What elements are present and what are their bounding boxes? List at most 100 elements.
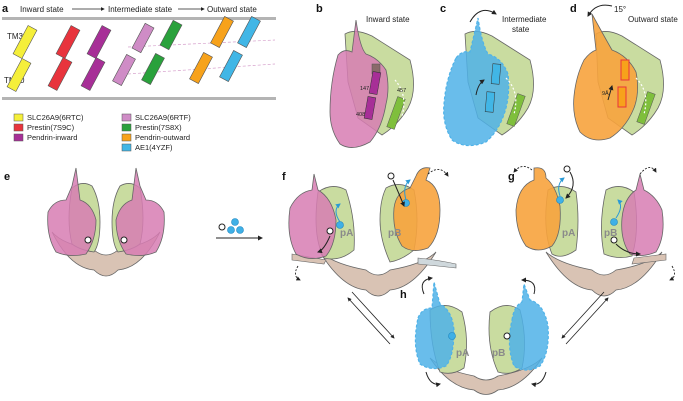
- panel-c-label: c: [440, 3, 446, 15]
- panel-c-label-2: state: [512, 25, 530, 34]
- upper-reference-line: [127, 39, 276, 48]
- legend-item: Prestin(7S8X): [135, 123, 182, 132]
- uptake-arrow-g: [565, 171, 574, 199]
- helix-green-b: [386, 96, 406, 130]
- bicarbonate-1: [231, 218, 239, 226]
- helix-tm10-c: [484, 91, 496, 113]
- legend-swatch: [121, 123, 132, 132]
- legend-swatch: [121, 143, 132, 152]
- panel-g-label: g: [508, 171, 515, 183]
- legend-item: SLC26A9(6RTF): [135, 113, 191, 122]
- helix-tm3-c: [490, 63, 502, 85]
- helix-prestin-tm10: [47, 57, 73, 91]
- substrate-anion: [218, 223, 226, 231]
- panel-a-label: a: [2, 3, 9, 15]
- legend-item: AE1(4YZF): [135, 143, 173, 152]
- panel-c-label-1: Intermediate: [502, 15, 547, 24]
- panel-a: a Inward state Intermediate state Outwar…: [2, 3, 276, 152]
- legend-item: Prestin(7S9C): [27, 123, 75, 132]
- state-inward-label: Inward state: [20, 5, 64, 14]
- legend-swatch: [13, 133, 24, 142]
- core-domain-blue-h-right: [508, 283, 549, 371]
- rotation-arrow-h-left: [421, 276, 433, 295]
- helix-slc26a9-tm3: [12, 25, 38, 59]
- panel-b-state-label: Inward state: [366, 15, 410, 24]
- helix-green-c: [506, 93, 526, 127]
- helix-pendrin-inward-tm3: [86, 25, 112, 59]
- legend-item: Pendrin-outward: [135, 133, 190, 142]
- anion-right: [120, 236, 128, 244]
- legend-item: Pendrin-inward: [27, 133, 77, 142]
- eq-arrow-h-to-g: [565, 297, 609, 345]
- panel-c: c Intermediate state: [440, 3, 547, 147]
- eq-arrow-f-to-h: [351, 291, 395, 339]
- domain-pb-label-h: pB: [492, 348, 505, 359]
- rotation-arrow-c: [469, 9, 497, 23]
- helix-ae1-tm10: [219, 50, 243, 82]
- panel-h: h pA pB: [400, 276, 549, 395]
- anion-h: [503, 332, 511, 340]
- helix-slc26a9-tm10: [6, 58, 32, 92]
- dimer-base-f: [319, 251, 437, 297]
- anion-f-out: [387, 172, 395, 180]
- panel-d-state-label: Outward state: [628, 15, 678, 24]
- lower-reference-line: [127, 63, 276, 75]
- legend-item: SLC26A9(6RTC): [27, 113, 84, 122]
- core-domain-orange-f: [393, 167, 441, 251]
- panel-d: d Outward state 15° 9Å: [570, 3, 678, 141]
- angle-label: 15°: [614, 5, 626, 14]
- release-arrow-g: [558, 177, 565, 197]
- domain-pa-label-f: pA: [340, 228, 353, 239]
- domain-pa-label-h: pA: [456, 348, 469, 359]
- rotation-arrow-h-right: [521, 277, 536, 295]
- shift-arrow-c: [475, 79, 485, 96]
- panel-f-label: f: [282, 171, 286, 183]
- core-domain-blue-h-left: [414, 281, 455, 370]
- helix-tm3-b: [368, 71, 382, 95]
- tm3-label: TM3: [7, 32, 24, 41]
- residue-408: 408: [356, 112, 365, 118]
- core-domain-pink-g: [621, 173, 664, 256]
- legend: SLC26A9(6RTC) Prestin(7S9C) Pendrin-inwa…: [13, 113, 191, 152]
- anion-g-pb: [610, 236, 618, 244]
- helix-ae1-tm3: [237, 16, 261, 48]
- exit-arrow-g: [615, 243, 641, 257]
- helix-pendrin-outward-tm3: [210, 16, 234, 48]
- tail-right-g: [631, 253, 667, 265]
- base-arrow-h-left: [425, 371, 441, 388]
- rotation-arrow-d: [587, 4, 613, 17]
- membrane-top: [2, 17, 276, 20]
- core-domain-pink: [329, 19, 389, 148]
- shift-arrow-d: [607, 85, 614, 101]
- bicarbonate-2: [227, 226, 235, 234]
- anion-left: [84, 236, 92, 244]
- helix-prestin-tm3: [55, 25, 81, 59]
- rotation-arrow-g: [513, 166, 533, 173]
- helix-prestin-7s8x-tm3: [159, 19, 183, 51]
- helix-green-d: [636, 91, 656, 125]
- panel-e: e: [4, 167, 263, 277]
- legend-swatch: [121, 113, 132, 122]
- eq-arrow-h-to-f: [347, 297, 391, 345]
- release-arrow-f: [404, 179, 411, 201]
- tail-right-f: [417, 257, 457, 269]
- residue-457: 457: [397, 88, 406, 94]
- panel-f: f pA pB: [282, 167, 457, 297]
- domain-pb-label-g: pB: [604, 228, 617, 239]
- top-arrow-g: [639, 167, 657, 175]
- anion-f-pa: [326, 227, 334, 235]
- tail-arrow-f: [295, 265, 301, 281]
- bicarbonate-h: [448, 332, 456, 340]
- bicarbonate-g-pb: [610, 218, 618, 226]
- core-domain-orange-g: [515, 167, 561, 251]
- rotation-arrow-f: [427, 169, 449, 177]
- dimer-base-g: [545, 251, 663, 297]
- helix-slc26a9-6rtf-tm10: [112, 54, 136, 86]
- bicarbonate-f-pa: [336, 221, 344, 229]
- helix-prestin-7s8x-tm10: [141, 53, 165, 85]
- panel-e-label: e: [4, 171, 10, 183]
- transport-arrow-g: [615, 199, 623, 219]
- domain-pa-label-g: pA: [562, 228, 575, 239]
- helix-tm10-d: [617, 86, 627, 108]
